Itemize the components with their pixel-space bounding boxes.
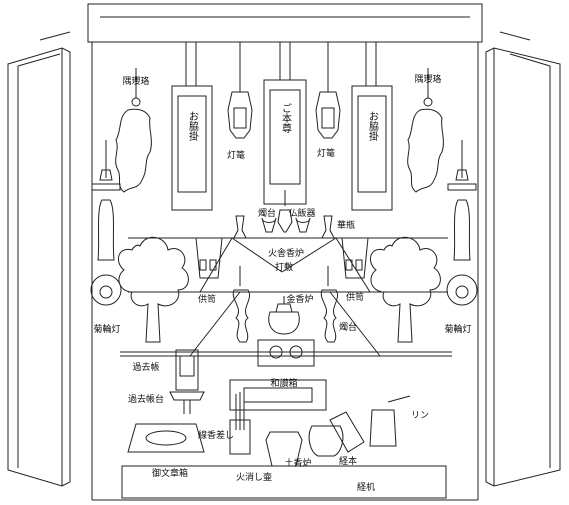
tier-lines bbox=[120, 237, 452, 357]
kyohon-icon bbox=[329, 411, 365, 453]
kebin-icon bbox=[277, 209, 293, 233]
wasoubako-icon bbox=[257, 339, 315, 367]
label-senkousashi: 線香差し bbox=[198, 429, 234, 441]
label-kyozukue: 経机 bbox=[357, 481, 375, 493]
rin-icon bbox=[369, 395, 411, 447]
label-kuge-left: 供笥 bbox=[198, 293, 216, 305]
label-toro-right: 灯篭 bbox=[317, 147, 335, 159]
yoraku-left bbox=[115, 68, 152, 193]
label-kirintou-left: 菊輪灯 bbox=[93, 323, 120, 335]
kuge-tree-left bbox=[117, 236, 189, 343]
label-okakejiku-right: お脇掛 bbox=[367, 111, 379, 142]
label-kirintou-right: 菊輪灯 bbox=[444, 323, 471, 335]
label-gofumibako: 御文章箱 bbox=[152, 467, 188, 479]
kirintou-right bbox=[446, 140, 478, 306]
kakocho-icon bbox=[169, 349, 205, 414]
label-kuge-right: 供笥 bbox=[346, 291, 364, 303]
label-kakochodai: 過去帳台 bbox=[128, 393, 164, 405]
kuge-box-left bbox=[195, 237, 223, 279]
label-gohonzon: ご本尊 bbox=[280, 103, 292, 134]
label-buppanki: 仏飯器 bbox=[288, 207, 315, 219]
label-shokudai-top: 燭台 bbox=[258, 207, 276, 219]
label-kinkoro: 金香炉 bbox=[286, 293, 313, 305]
label-kakocho: 過去帳 bbox=[132, 361, 159, 373]
shokudai-mid-right bbox=[320, 266, 338, 343]
kuge-tree-right bbox=[369, 236, 441, 343]
label-kebin: 華瓶 bbox=[337, 219, 355, 231]
label-rin: リン bbox=[411, 411, 429, 421]
cabinet-frame bbox=[87, 3, 483, 501]
okakejiku-right bbox=[351, 42, 393, 211]
label-kakoro: 火舎香炉 bbox=[268, 247, 304, 259]
kirintou-left bbox=[90, 140, 122, 306]
label-yoraku-left: 隅瓔珞 bbox=[122, 75, 149, 87]
left-door bbox=[7, 31, 71, 487]
label-hikeshitsubo: 火消し壷 bbox=[236, 471, 272, 483]
labels: 隅瓔珞 隅瓔珞 お脇掛 ご本尊 お脇掛 灯篭 灯篭 燭台 仏飯器 華瓶 火舎香炉… bbox=[93, 73, 471, 493]
label-toro-left: 灯篭 bbox=[227, 149, 245, 161]
kinkoro-icon bbox=[268, 296, 300, 335]
label-yoraku-right: 隅瓔珞 bbox=[414, 73, 441, 85]
okakejiku-left bbox=[171, 42, 213, 211]
label-kyohon: 経本 bbox=[339, 455, 357, 467]
toro-left bbox=[227, 42, 253, 139]
right-door bbox=[485, 31, 561, 487]
label-shokudai-mid: 燭台 bbox=[339, 321, 357, 333]
label-okakejiku-left: お脇掛 bbox=[187, 111, 199, 142]
label-uchishiki: 打敷 bbox=[275, 261, 293, 273]
label-dokoro: 土香炉 bbox=[284, 457, 311, 469]
dokoro-icon bbox=[308, 425, 344, 457]
senkousashi-icon bbox=[229, 392, 251, 455]
gohonzon-scroll bbox=[263, 42, 307, 206]
toro-right bbox=[315, 42, 341, 139]
label-wasoubako: 和讃箱 bbox=[270, 377, 297, 389]
shokudai-top-icon bbox=[233, 215, 335, 239]
gofumibako-icon bbox=[127, 423, 205, 453]
shokudai-mid-left bbox=[232, 266, 250, 343]
yoraku-right bbox=[407, 68, 444, 193]
kyozukue-icon bbox=[121, 465, 447, 499]
kuge-box-right bbox=[341, 237, 369, 279]
buppanki-icon bbox=[261, 217, 311, 233]
